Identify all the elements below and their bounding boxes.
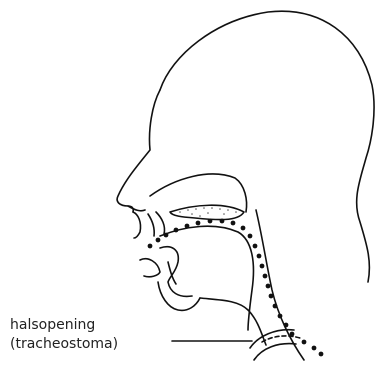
hard-palate [170,205,244,219]
palate-stipple [179,207,237,217]
trachea-dashed [262,336,300,342]
pharynx-front [200,298,266,345]
upper-lip [133,212,141,238]
upper-teeth [148,212,165,236]
chin [158,282,200,310]
tongue [160,226,253,330]
lower-lip [140,259,160,277]
tongue-lower [160,247,192,297]
nostril [128,206,145,211]
airflow-dots [148,219,324,357]
head-outline [160,11,374,282]
tracheostoma-label-line1: halsopening [10,316,95,334]
tracheostoma-label-line2: (tracheostoma) [10,335,118,353]
